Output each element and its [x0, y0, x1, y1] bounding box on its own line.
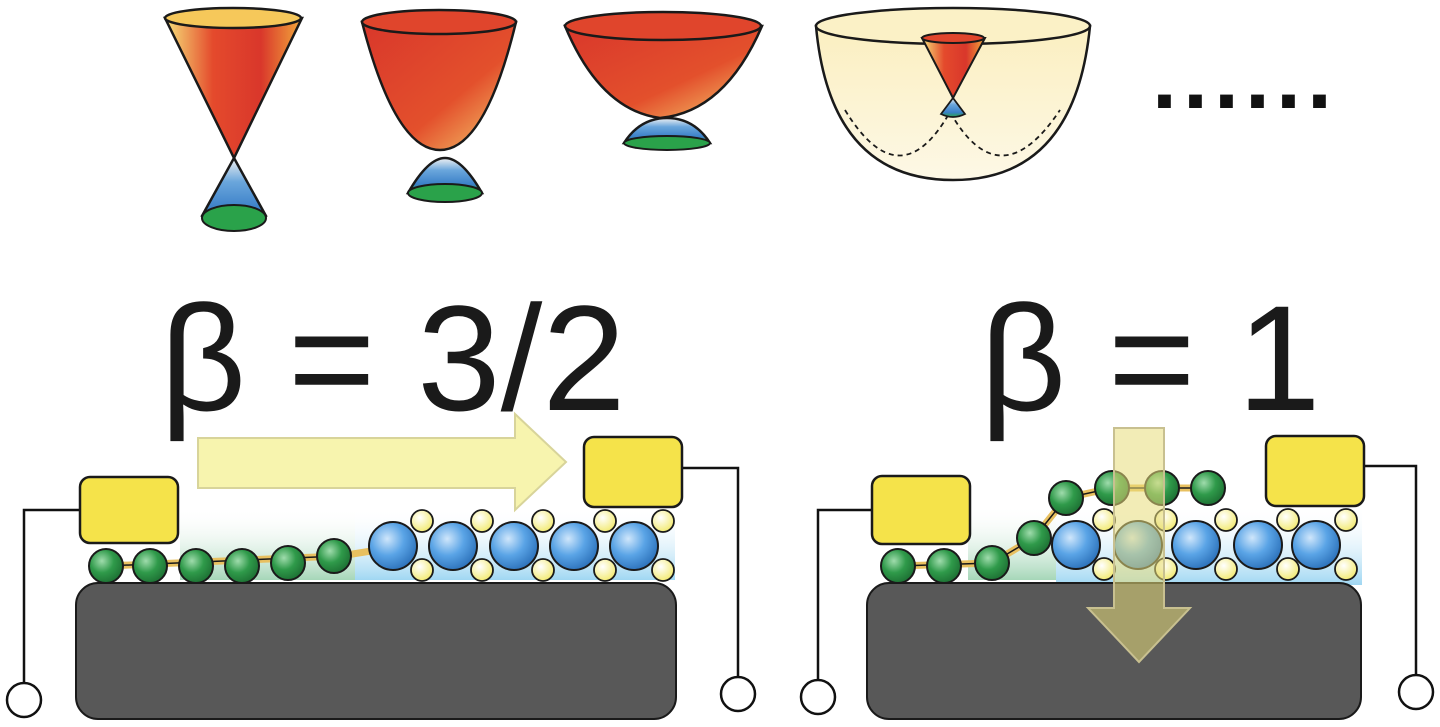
- left-green-atoms: [88, 538, 352, 584]
- right-wire-1: [816, 508, 872, 682]
- left-terminal-1: [5, 681, 43, 719]
- left-small-atoms: [410, 509, 675, 582]
- left-terminal-2: [719, 675, 757, 713]
- ellipsis-label: ......: [1152, 28, 1338, 128]
- in-plane-current-arrow-icon: [197, 411, 568, 513]
- nested-cone-in-bowl-icon: [814, 6, 1092, 182]
- right-device: [799, 427, 1435, 720]
- left-blue-atoms: [368, 521, 659, 571]
- gapped-parabolic-band-icon: [360, 8, 518, 203]
- left-electrode-1: [78, 475, 180, 545]
- out-of-plane-current-arrow-icon: [1085, 427, 1193, 664]
- left-wire-2: [683, 466, 740, 680]
- right-exponent-label: β = 1: [980, 274, 1321, 442]
- left-device: [5, 411, 757, 720]
- left-exponent-label: β = 3/2: [160, 274, 626, 442]
- right-wire-2: [1364, 464, 1418, 676]
- left-substrate: [75, 582, 677, 720]
- right-electrode-2: [1264, 434, 1366, 508]
- left-electrode-2: [582, 435, 684, 509]
- right-small-atoms: [1092, 508, 1358, 581]
- left-wire-1: [22, 508, 80, 690]
- right-terminal-2: [1397, 673, 1435, 711]
- right-electrode-1: [870, 474, 972, 546]
- right-terminal-1: [799, 678, 837, 716]
- flat-gapped-band-icon: [563, 10, 764, 151]
- dirac-cone-icon: [162, 6, 304, 232]
